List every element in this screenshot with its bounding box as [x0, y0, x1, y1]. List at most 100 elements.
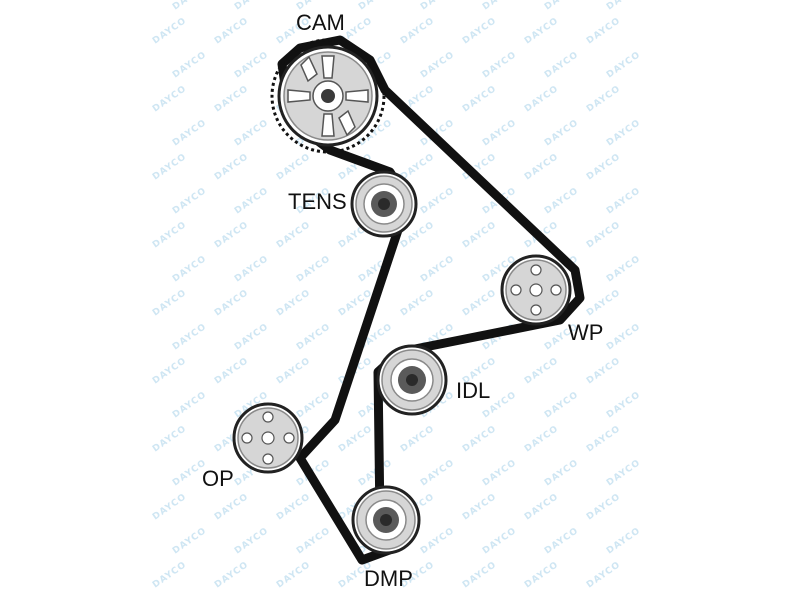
watermark-text: DAYCO	[275, 356, 313, 387]
watermark-text: DAYCO	[295, 254, 333, 285]
watermark-text: DAYCO	[151, 84, 189, 115]
watermark-text: DAYCO	[605, 526, 643, 557]
watermark-text: DAYCO	[523, 492, 561, 523]
watermark-text: DAYCO	[171, 254, 209, 285]
watermark-text: DAYCO	[543, 390, 581, 421]
watermark-text: DAYCO	[295, 322, 333, 353]
watermark-text: DAYCO	[233, 50, 271, 81]
watermark-text: DAYCO	[481, 118, 519, 149]
watermark-text: DAYCO	[585, 288, 623, 319]
watermark-text: DAYCO	[523, 560, 561, 591]
watermark-text: DAYCO	[171, 186, 209, 217]
label-cam: CAM	[296, 10, 345, 35]
idler-pulley	[376, 344, 448, 416]
watermark-text: DAYCO	[275, 560, 313, 591]
oil-pump-pulley	[232, 402, 304, 474]
watermark-text: DAYCO	[585, 84, 623, 115]
watermark-text: DAYCO	[585, 152, 623, 183]
label-idl: IDL	[456, 378, 490, 403]
watermark-text: DAYCO	[605, 254, 643, 285]
watermark-text: DAYCO	[151, 424, 189, 455]
watermark-text: DAYCO	[585, 16, 623, 47]
watermark-text: DAYCO	[151, 220, 189, 251]
watermark-text: DAYCO	[171, 118, 209, 149]
watermark-text: DAYCO	[213, 16, 251, 47]
watermark-text: DAYCO	[585, 220, 623, 251]
watermark-text: DAYCO	[171, 390, 209, 421]
watermark-text: DAYCO	[419, 186, 457, 217]
watermark-text: DAYCO	[171, 322, 209, 353]
watermark-text: DAYCO	[151, 16, 189, 47]
watermark-text: DAYCO	[399, 424, 437, 455]
watermark-text: DAYCO	[523, 424, 561, 455]
label-op: OP	[202, 466, 234, 491]
cam-spokes	[287, 55, 369, 137]
tensioner-pulley	[350, 170, 418, 238]
watermark-text: DAYCO	[213, 492, 251, 523]
watermark-text: DAYCO	[585, 424, 623, 455]
watermark-text: DAYCO	[151, 492, 189, 523]
watermark-text: DAYCO	[523, 84, 561, 115]
watermark-text: DAYCO	[461, 84, 499, 115]
watermark-text: DAYCO	[295, 390, 333, 421]
cam-sprocket	[270, 38, 386, 154]
watermark-text: DAYCO	[461, 288, 499, 319]
watermark-text: DAYCO	[543, 50, 581, 81]
watermark-text: DAYCO	[275, 492, 313, 523]
watermark-text: DAYCO	[605, 50, 643, 81]
watermark-text: DAYCO	[481, 458, 519, 489]
watermark-text: DAYCO	[357, 0, 395, 12]
watermark-text: DAYCO	[481, 0, 519, 12]
watermark-text: DAYCO	[171, 526, 209, 557]
watermark-text: DAYCO	[213, 84, 251, 115]
watermark-text: DAYCO	[399, 16, 437, 47]
watermark-text: DAYCO	[419, 526, 457, 557]
watermark-text: DAYCO	[419, 50, 457, 81]
watermark-text: DAYCO	[543, 118, 581, 149]
water-pump-pulley	[500, 254, 572, 326]
watermark-text: DAYCO	[605, 322, 643, 353]
watermark-text: DAYCO	[213, 356, 251, 387]
watermark-text: DAYCO	[523, 16, 561, 47]
watermark-text: DAYCO	[275, 220, 313, 251]
watermark-text: DAYCO	[233, 322, 271, 353]
watermark-text: DAYCO	[523, 152, 561, 183]
watermark-text: DAYCO	[419, 458, 457, 489]
watermark-text: DAYCO	[543, 186, 581, 217]
watermark-text: DAYCO	[585, 560, 623, 591]
watermark-text: DAYCO	[171, 50, 209, 81]
watermark-text: DAYCO	[543, 526, 581, 557]
watermark-text: DAYCO	[523, 356, 561, 387]
watermark-text: DAYCO	[461, 492, 499, 523]
label-dmp: DMP	[364, 566, 413, 591]
damper-pulley	[351, 485, 421, 555]
watermark-text: DAYCO	[151, 356, 189, 387]
watermark-text: DAYCO	[337, 424, 375, 455]
watermark-text: DAYCO	[295, 526, 333, 557]
watermark-text: DAYCO	[461, 16, 499, 47]
watermark-text: DAYCO	[233, 118, 271, 149]
watermark-text: DAYCO	[605, 118, 643, 149]
watermark-text: DAYCO	[233, 186, 271, 217]
watermark-text: DAYCO	[585, 492, 623, 523]
watermark-text: DAYCO	[419, 0, 457, 12]
watermark-text: DAYCO	[275, 152, 313, 183]
watermark-text: DAYCO	[605, 458, 643, 489]
watermark-text: DAYCO	[151, 152, 189, 183]
watermark-text: DAYCO	[233, 0, 271, 12]
watermark-text: DAYCO	[213, 560, 251, 591]
watermark-text: DAYCO	[275, 288, 313, 319]
watermark-text: DAYCO	[151, 560, 189, 591]
watermark-text: DAYCO	[171, 0, 209, 12]
watermark-text: DAYCO	[213, 220, 251, 251]
watermark-text: DAYCO	[213, 152, 251, 183]
watermark-text: DAYCO	[233, 526, 271, 557]
watermark-text: DAYCO	[605, 186, 643, 217]
watermark-text: DAYCO	[605, 0, 643, 12]
watermark-text: DAYCO	[151, 288, 189, 319]
watermark-text: DAYCO	[419, 254, 457, 285]
watermark-text: DAYCO	[399, 288, 437, 319]
label-wp: WP	[568, 320, 603, 345]
